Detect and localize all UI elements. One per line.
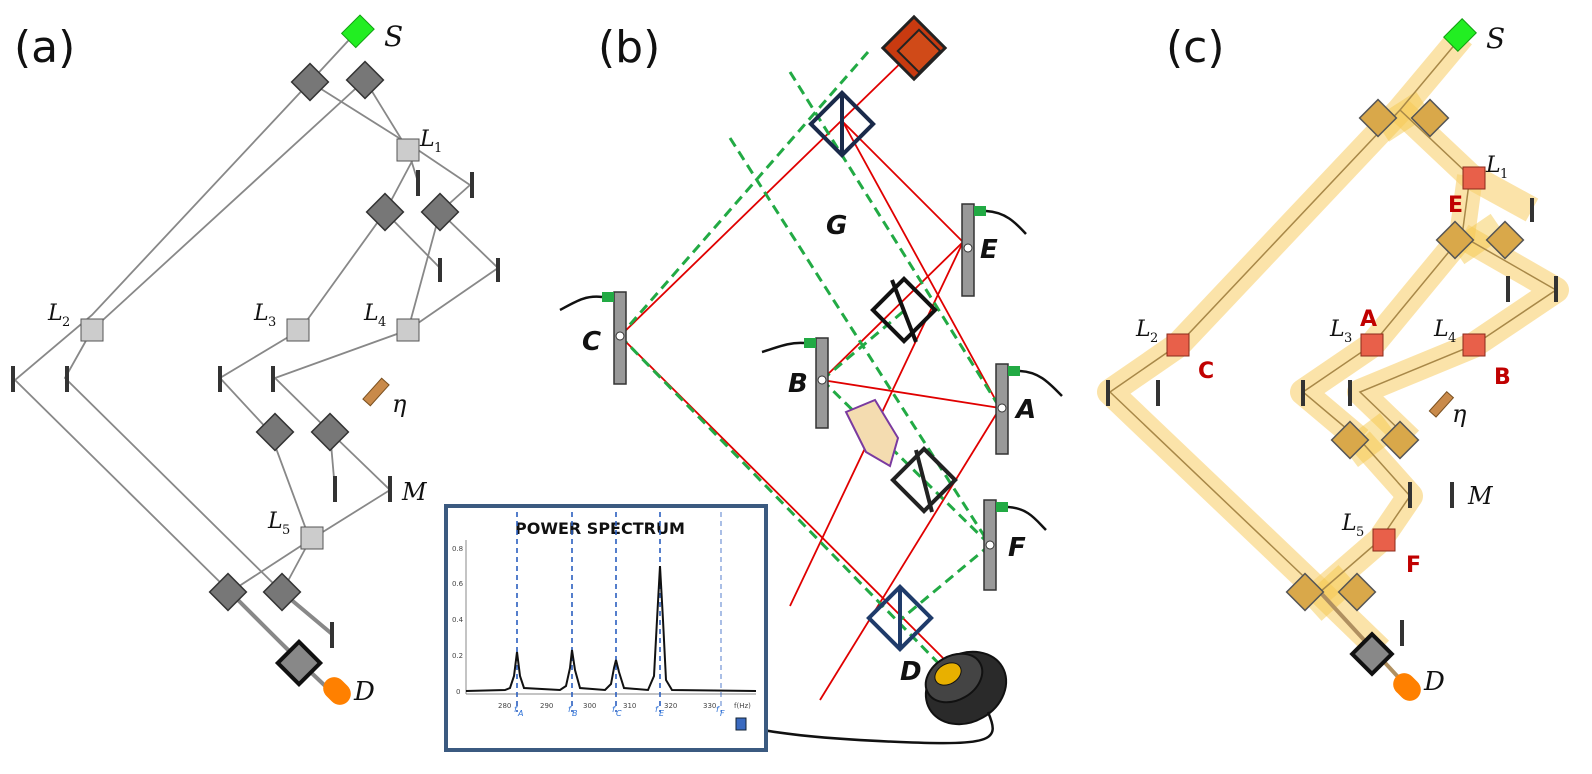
panel-c-l5-label: L [1341, 511, 1357, 536]
panel-c-red-a: A [1360, 307, 1377, 332]
x-unit: f(Hz) [734, 702, 751, 710]
panel-a-l2-label: L [47, 301, 63, 326]
peak-sub-a: A [517, 709, 523, 718]
panel-c-red-b: B [1494, 365, 1511, 390]
panel-c-source-label: S [1486, 22, 1505, 55]
panel-b-a-label: A [1014, 395, 1036, 425]
panel-b-mirror-f [983, 499, 1047, 591]
panel-b-b-label: B [788, 369, 808, 399]
panel-a-l5-sub: 5 [282, 523, 290, 538]
panel-c-l1-label: L [1485, 153, 1501, 178]
panel-c-l2-label: L [1135, 317, 1151, 342]
panel-c-l5-sub: 5 [1356, 525, 1364, 540]
panel-b-mirror-b [761, 337, 829, 429]
panel-a-mirrors [11, 170, 500, 648]
panel-a-l1-label: L [419, 127, 435, 152]
x-tick-0: 280 [498, 702, 511, 710]
panel-c-label: (c) [1166, 22, 1225, 73]
x-tick-1: 290 [540, 702, 553, 710]
power-spectrum-inset: POWER SPECTRUM 0.8 0.6 0.4 0.2 0 [444, 504, 768, 752]
spectrum-title: POWER SPECTRUM [515, 519, 685, 538]
panel-a-l3-sub: 3 [268, 315, 276, 330]
panel-c-m-label: M [1467, 482, 1494, 510]
panel-a-filter [362, 377, 390, 407]
panel-a-l2-sub: 2 [62, 315, 70, 330]
panel-c-l4-sub: 4 [1448, 331, 1456, 346]
panel-a-eta-label: η [392, 390, 407, 418]
panel-b-c-label: C [582, 327, 601, 357]
spectrum-connector [735, 717, 747, 731]
panel-c-eta-label: η [1452, 400, 1467, 428]
panel-c-l2-sub: 2 [1150, 331, 1158, 346]
panel-c-l4-label: L [1433, 317, 1449, 342]
panel-b-prism [844, 398, 900, 468]
panel-c-red-c: C [1198, 359, 1214, 384]
peak-label-b: f [568, 705, 572, 714]
panel-a-l4-label: L [363, 301, 379, 326]
panel-a-m-label: M [401, 478, 428, 506]
y-tick-3: 0.2 [452, 652, 463, 660]
panel-c-l3-sub: 3 [1344, 331, 1352, 346]
peak-label-e: f [655, 705, 659, 714]
peak-label-a: f [514, 705, 518, 714]
panel-b: (b) [444, 14, 1063, 752]
panel-c-l1-sub: 1 [1500, 167, 1508, 182]
panel-c-filter [1428, 390, 1455, 418]
x-tick-5: 330 [703, 702, 716, 710]
peak-label-f: f [716, 705, 720, 714]
peak-sub-e: E [659, 709, 665, 718]
panel-a-source-label: S [384, 20, 403, 53]
panel-b-green-beams [618, 51, 1002, 672]
panel-c-red-f: F [1406, 553, 1421, 578]
spectrum-peak-markers [516, 512, 722, 712]
panel-a-l1-sub: 1 [434, 141, 442, 156]
panel-a-detector-label: D [353, 677, 375, 707]
spectrum-x-ticks: 280 290 300 310 320 330 f(Hz) [498, 702, 751, 710]
panel-c-l3-label: L [1329, 317, 1345, 342]
x-tick-2: 300 [583, 702, 596, 710]
y-tick-2: 0.4 [452, 616, 464, 624]
panel-a-l5-label: L [267, 509, 283, 534]
panel-a-l3-label: L [253, 301, 269, 326]
y-tick-1: 0.6 [452, 580, 464, 588]
spectrum-curve [465, 565, 757, 692]
y-tick-0: 0.8 [452, 545, 463, 553]
panel-b-mirror-c [559, 291, 627, 385]
spectrum-y-ticks: 0.8 0.6 0.4 0.2 0 [452, 545, 464, 696]
x-tick-3: 310 [623, 702, 636, 710]
panel-b-g-label: G [826, 211, 847, 241]
panel-a-label: (a) [14, 22, 75, 73]
panel-c-red-e: E [1448, 193, 1463, 218]
panel-b-f-label: F [1008, 533, 1026, 563]
x-tick-4: 320 [664, 702, 677, 710]
panel-a-source [340, 14, 375, 49]
panel-b-mirror-e [961, 203, 1027, 297]
panel-c-detector [1349, 631, 1421, 701]
peak-label-c: f [612, 705, 616, 714]
panel-b-label: (b) [598, 22, 660, 73]
spectrum-peak-labels: f A f B f C f E f F [514, 705, 725, 718]
panel-b-beam-splitters [808, 90, 958, 652]
y-tick-4: 0 [456, 688, 460, 696]
panel-b-mirror-a [995, 363, 1063, 455]
panel-b-laser [880, 14, 948, 82]
panel-a-detector [274, 638, 351, 705]
peak-sub-c: C [616, 709, 622, 718]
panel-a: (a) [11, 14, 500, 707]
panel-c-source [1443, 18, 1477, 52]
panel-c: (c) [1097, 18, 1569, 701]
panel-b-detector [743, 650, 1008, 745]
panel-b-d-label: D [900, 657, 922, 687]
panel-a-l4-sub: 4 [378, 315, 386, 330]
peak-sub-f: F [720, 709, 725, 718]
panel-c-mirrors [1106, 198, 1558, 646]
peak-sub-b: B [572, 709, 578, 718]
panel-c-detector-label: D [1423, 667, 1445, 697]
panel-b-e-label: E [980, 235, 998, 265]
